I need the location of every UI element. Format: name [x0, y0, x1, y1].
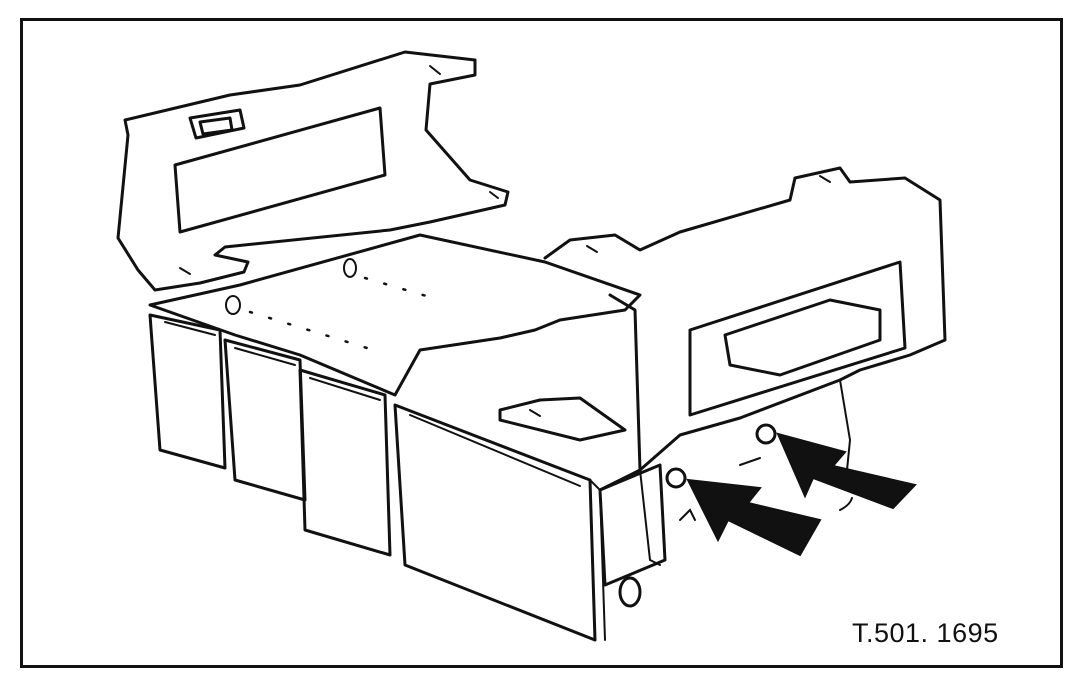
left-mounting-bracket [116, 50, 510, 292]
right-mounting-bracket [498, 166, 947, 566]
radio-housing-top [148, 233, 642, 397]
figure-reference-code: T.501. 1695 [852, 618, 999, 648]
arrow-icon [686, 478, 822, 557]
side-plate [598, 457, 853, 608]
mounting-screw [665, 423, 777, 489]
front-panel-segments [148, 313, 606, 642]
arrow-icon [776, 432, 917, 510]
